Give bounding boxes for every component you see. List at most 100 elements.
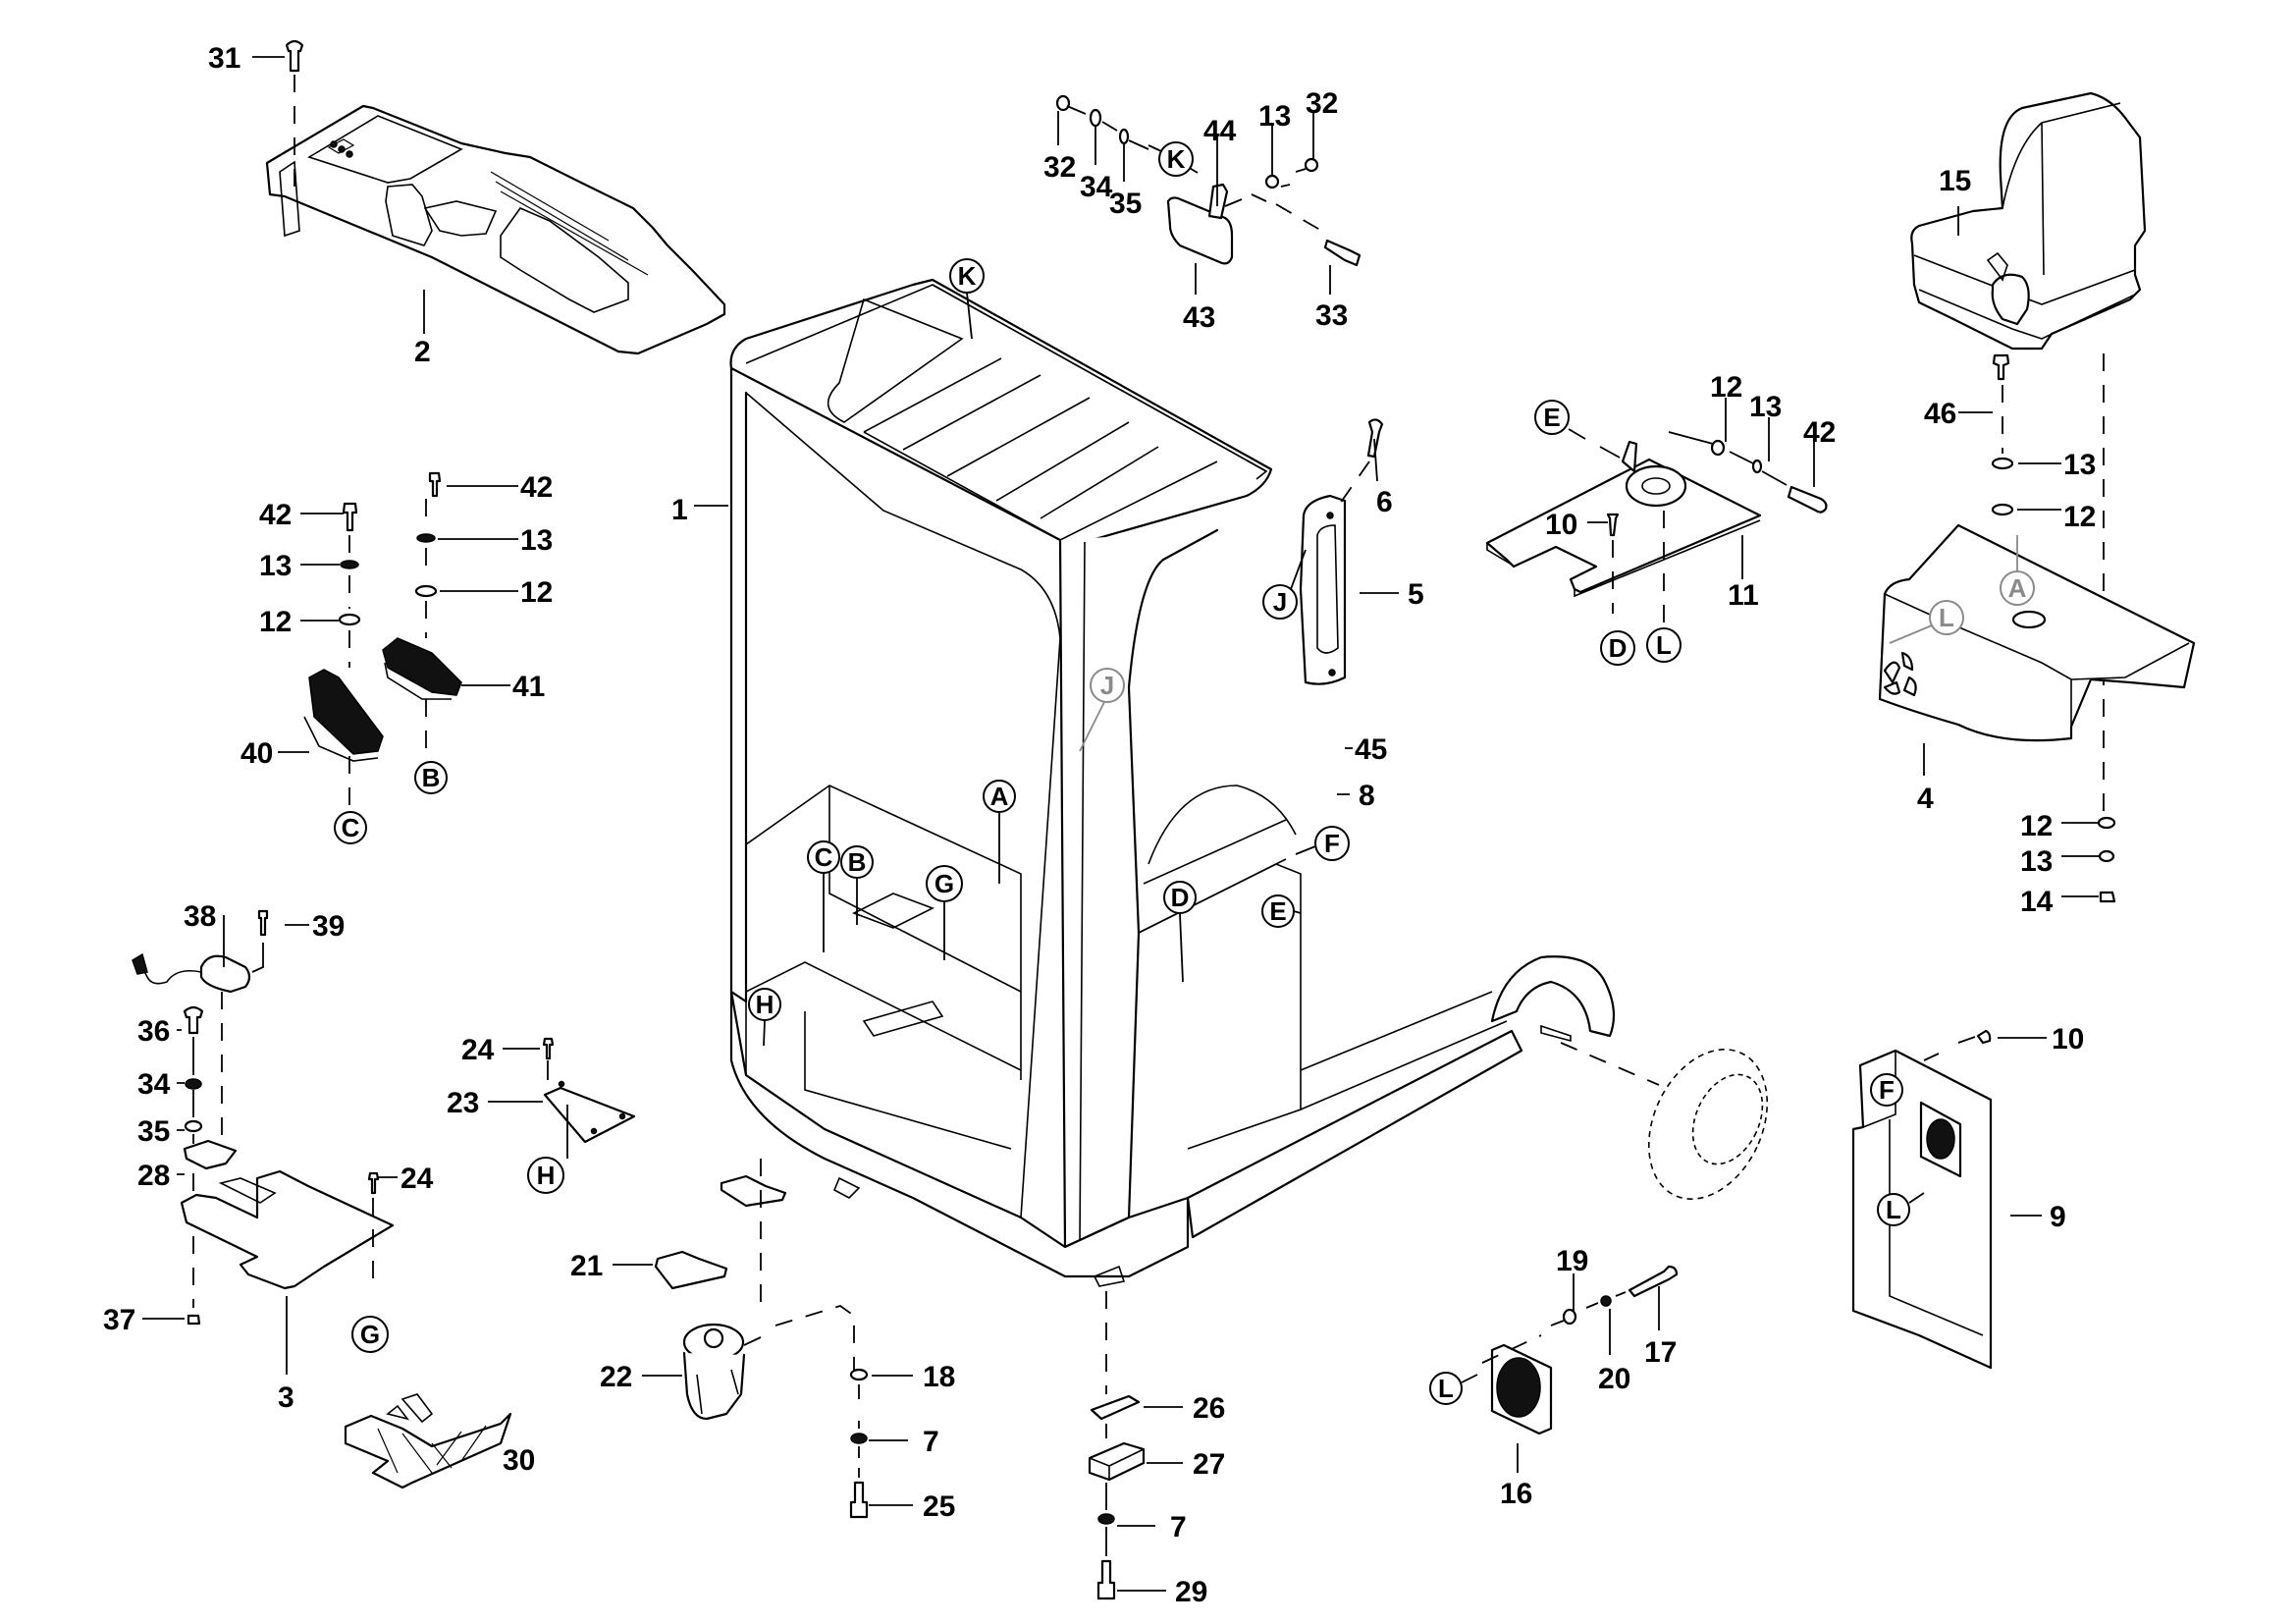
label-19: 19 (1556, 1245, 1588, 1277)
label-12: 12 (259, 606, 292, 638)
svg-text:E: E (1543, 403, 1560, 432)
svg-text:H: H (756, 990, 774, 1019)
footswitch-part-38 (132, 909, 269, 994)
ref-C-pedal: C (334, 811, 367, 844)
caster-fasteners (849, 1368, 869, 1519)
caster-wheel-part-22 (682, 1305, 855, 1421)
part-number-labels: 31 2 1 32 34 35 44 13 32 43 33 15 46 13 … (103, 42, 2096, 1608)
svg-text:J: J (1100, 671, 1114, 700)
ref-L-fan: L (1429, 1372, 1478, 1405)
label-12: 12 (1710, 371, 1742, 404)
label-22: 22 (600, 1361, 632, 1393)
fan-part-16 (1481, 1265, 1679, 1435)
svg-text:A: A (990, 782, 1009, 811)
label-15: 15 (1939, 165, 1971, 197)
ref-F-panel: F (1870, 1073, 1903, 1107)
label-42: 42 (259, 499, 292, 531)
floor-plate-part-3 (180, 1169, 395, 1291)
label-38: 38 (184, 900, 216, 933)
floor-fasteners-left (183, 992, 238, 1326)
label-6: 6 (1376, 486, 1393, 518)
label-24: 24 (461, 1034, 495, 1066)
label-16: 16 (1500, 1478, 1532, 1510)
ref-E-plate: E (1534, 400, 1570, 435)
bracket-part-21 (654, 1159, 787, 1316)
label-13: 13 (520, 524, 553, 557)
ref-K-frame: K (949, 258, 985, 340)
ref-K-mirror: K (1148, 141, 1194, 177)
label-13: 13 (1258, 100, 1291, 133)
ref-A-cover: A (2000, 535, 2035, 606)
mounting-plate-part-11 (1485, 428, 1828, 628)
cover-plate-part-23 (542, 1037, 636, 1144)
seat-fasteners (1991, 353, 2105, 815)
label-8: 8 (1359, 780, 1375, 812)
svg-text:C: C (342, 813, 360, 842)
label-29: 29 (1175, 1576, 1207, 1608)
drive-wheel (1560, 1042, 1769, 1200)
label-32: 32 (1306, 87, 1338, 120)
ref-A-frame: A (983, 780, 1016, 884)
label-35: 35 (137, 1115, 170, 1148)
ref-L-cover: L (1889, 600, 1964, 644)
label-21: 21 (570, 1250, 603, 1282)
reference-markers: K K A L E D L J J B C F A C B G D E H G … (334, 141, 2035, 1405)
cover-fasteners (2097, 816, 2116, 903)
label-42: 42 (1803, 416, 1836, 449)
label-42: 42 (520, 471, 553, 504)
label-17: 17 (1644, 1336, 1677, 1369)
svg-text:K: K (958, 261, 977, 291)
ref-G-floor: G (351, 1316, 389, 1353)
ref-L-plate: L (1646, 627, 1682, 663)
label-31: 31 (208, 42, 240, 75)
label-12: 12 (520, 576, 553, 609)
label-33: 33 (1315, 299, 1348, 332)
label-10: 10 (2052, 1023, 2084, 1056)
svg-text:K: K (1167, 144, 1186, 174)
label-9: 9 (2050, 1201, 2066, 1233)
label-46: 46 (1924, 398, 1956, 430)
mirror-assembly (1055, 94, 1362, 267)
label-2: 2 (414, 336, 431, 368)
chassis-frame-part-1 (729, 278, 1616, 1287)
ref-H-frame: H (748, 988, 781, 1047)
label-3: 3 (278, 1381, 294, 1414)
label-30: 30 (503, 1444, 535, 1477)
anti-slip-mat-part-30 (344, 1393, 512, 1489)
label-14: 14 (2020, 886, 2054, 918)
label-20: 20 (1598, 1363, 1630, 1395)
label-34: 34 (1080, 171, 1113, 203)
label-36: 36 (137, 1015, 170, 1048)
label-35: 35 (1109, 188, 1142, 220)
label-40: 40 (240, 737, 273, 770)
svg-text:L: L (1438, 1374, 1454, 1403)
label-13: 13 (1749, 391, 1782, 423)
svg-text:B: B (422, 763, 441, 792)
label-27: 27 (1193, 1448, 1225, 1481)
svg-text:A: A (2008, 573, 2027, 603)
grab-handle-part-5 (1299, 418, 1384, 685)
label-37: 37 (103, 1304, 135, 1336)
label-23: 23 (447, 1087, 479, 1119)
label-5: 5 (1408, 578, 1424, 611)
svg-text:C: C (815, 842, 833, 872)
ref-D-plate: D (1600, 630, 1635, 666)
pedal-part-40 (303, 502, 384, 815)
ref-F-frame: F (1295, 826, 1350, 861)
label-13: 13 (2063, 449, 2096, 481)
svg-text:B: B (848, 847, 867, 877)
dashboard-cover-part-2 (265, 104, 726, 355)
ref-J-handle: J (1262, 549, 1307, 620)
screw-part-31 (285, 39, 304, 201)
label-39: 39 (312, 910, 345, 943)
svg-text:D: D (1171, 883, 1190, 912)
label-7: 7 (923, 1426, 939, 1458)
ref-D-frame: D (1163, 881, 1197, 983)
ref-H-plate: H (527, 1157, 564, 1194)
label-1: 1 (671, 494, 688, 526)
svg-text:G: G (934, 869, 954, 898)
ref-B-frame: B (840, 845, 874, 925)
ref-C-frame: C (807, 840, 840, 952)
label-7: 7 (1170, 1511, 1187, 1543)
